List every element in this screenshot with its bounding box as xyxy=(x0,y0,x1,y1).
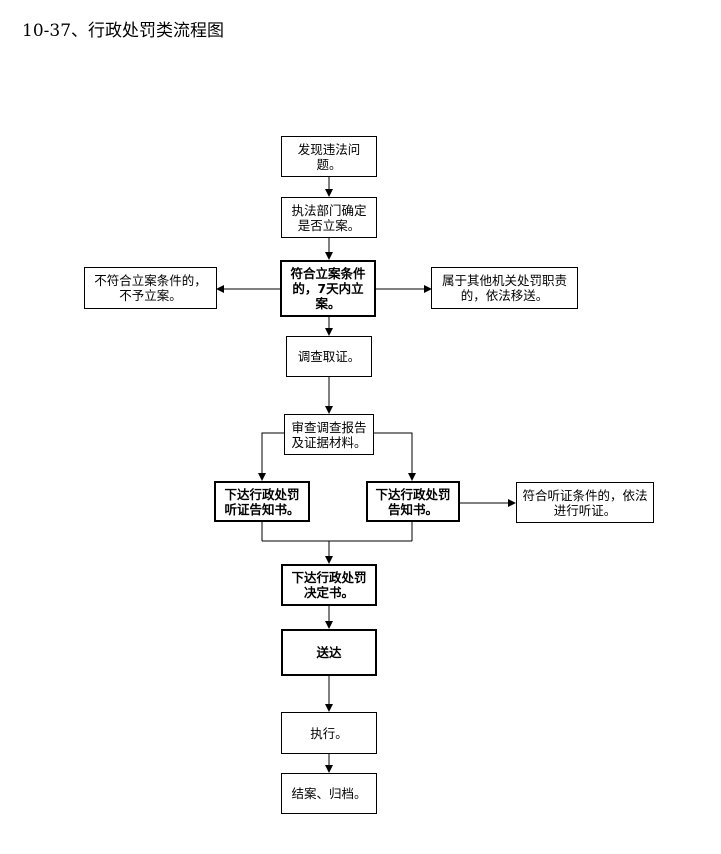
node-review: 审查调查报告及证据材料。 xyxy=(284,414,374,455)
node-meet-condition: 符合立案条件的，7天内立案。 xyxy=(280,260,376,317)
node-decision: 下达行政处罚决定书。 xyxy=(281,564,377,606)
node-deliver: 送达 xyxy=(281,629,377,676)
node-not-meet-condition: 不符合立案条件的，不予立案。 xyxy=(84,267,217,309)
node-dept-confirm: 执法部门确定是否立案。 xyxy=(281,197,377,238)
arrow-review-to-notice xyxy=(374,432,416,481)
node-close: 结案、归档。 xyxy=(281,773,377,814)
node-discover: 发现违法问题。 xyxy=(281,136,377,177)
node-notice-hearing: 下达行政处罚听证告知书。 xyxy=(214,481,310,522)
arrow-review-to-notice-hearing xyxy=(258,432,284,481)
node-transfer: 属于其他机关处罚职责的，依法移送。 xyxy=(431,267,578,309)
node-hearing: 符合听证条件的，依法进行听证。 xyxy=(516,482,654,523)
page-title: 10-37、行政处罚类流程图 xyxy=(22,21,225,41)
node-investigate: 调查取证。 xyxy=(286,336,372,377)
node-notice: 下达行政处罚告知书。 xyxy=(366,481,460,522)
node-execute: 执行。 xyxy=(281,712,377,754)
